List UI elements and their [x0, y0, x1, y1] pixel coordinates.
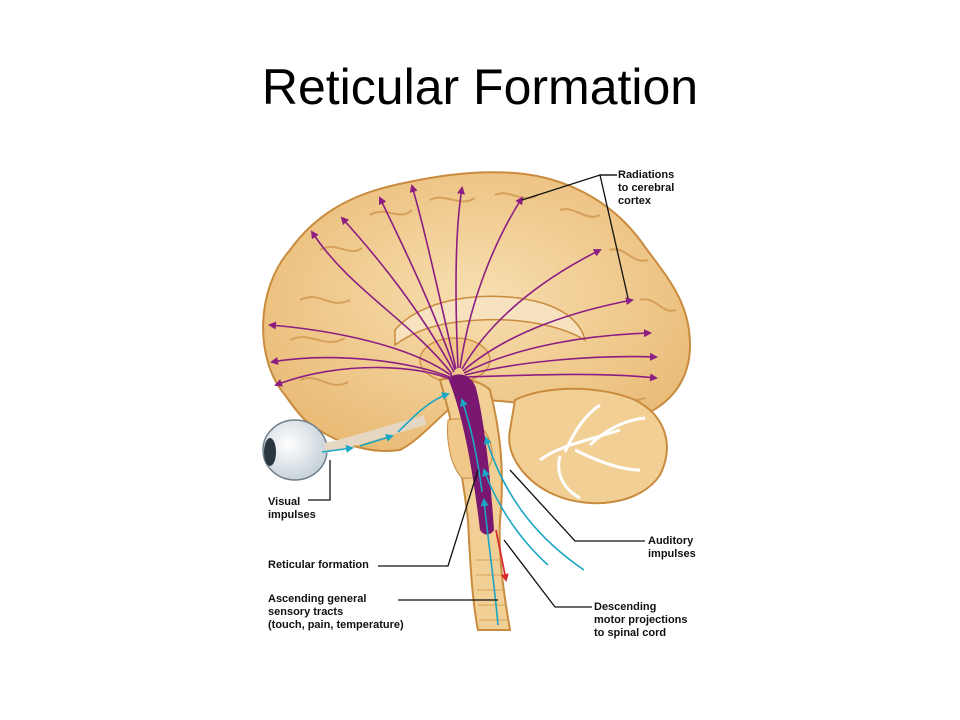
- label-visual-line-2: impulses: [268, 509, 316, 521]
- ascending-sensory-arrows: [460, 398, 585, 626]
- cortex-folds: [289, 192, 677, 401]
- label-descending-line-1: Descending: [594, 601, 657, 613]
- radiation-arrows: [268, 184, 658, 387]
- label-auditory-line-2: impulses: [648, 548, 696, 560]
- arbor-vitae: [539, 403, 646, 500]
- label-ascending-line-1: Ascending general: [268, 593, 367, 605]
- label-visual-line-1: Visual: [268, 496, 301, 508]
- label-visual-impulses: Visual impulses: [268, 496, 316, 522]
- reticular-formation-core: [448, 374, 494, 535]
- cerebellum: [508, 387, 668, 505]
- label-radiations-line-3: cortex: [618, 195, 652, 207]
- label-descending-motor: Descending motor projections to spinal c…: [594, 601, 688, 640]
- label-reticular-line-1: Reticular formation: [268, 559, 369, 571]
- visual-impulse-arrows: [321, 392, 450, 453]
- label-ascending-line-2: sensory tracts: [268, 606, 344, 618]
- label-auditory-line-1: Auditory: [648, 535, 694, 547]
- spinal-cord-striations: [476, 559, 509, 621]
- label-descending-line-2: motor projections: [594, 614, 688, 626]
- label-descending-line-3: to spinal cord: [594, 627, 667, 639]
- slide-title: Reticular Formation: [261, 59, 699, 115]
- label-ascending-tracts: Ascending general sensory tracts (touch,…: [268, 593, 404, 632]
- label-auditory-impulses: Auditory impulses: [648, 535, 696, 561]
- label-radiations-line-1: Radiations: [618, 169, 675, 181]
- descending-motor-arrow: [495, 529, 509, 582]
- label-radiations: Radiations to cerebral cortex: [618, 169, 674, 208]
- label-radiations-line-2: to cerebral: [618, 182, 675, 194]
- label-ascending-line-3: (touch, pain, temperature): [268, 619, 404, 631]
- label-reticular-formation: Reticular formation: [268, 559, 369, 572]
- leader-lines: [308, 174, 645, 608]
- eye: [262, 415, 427, 481]
